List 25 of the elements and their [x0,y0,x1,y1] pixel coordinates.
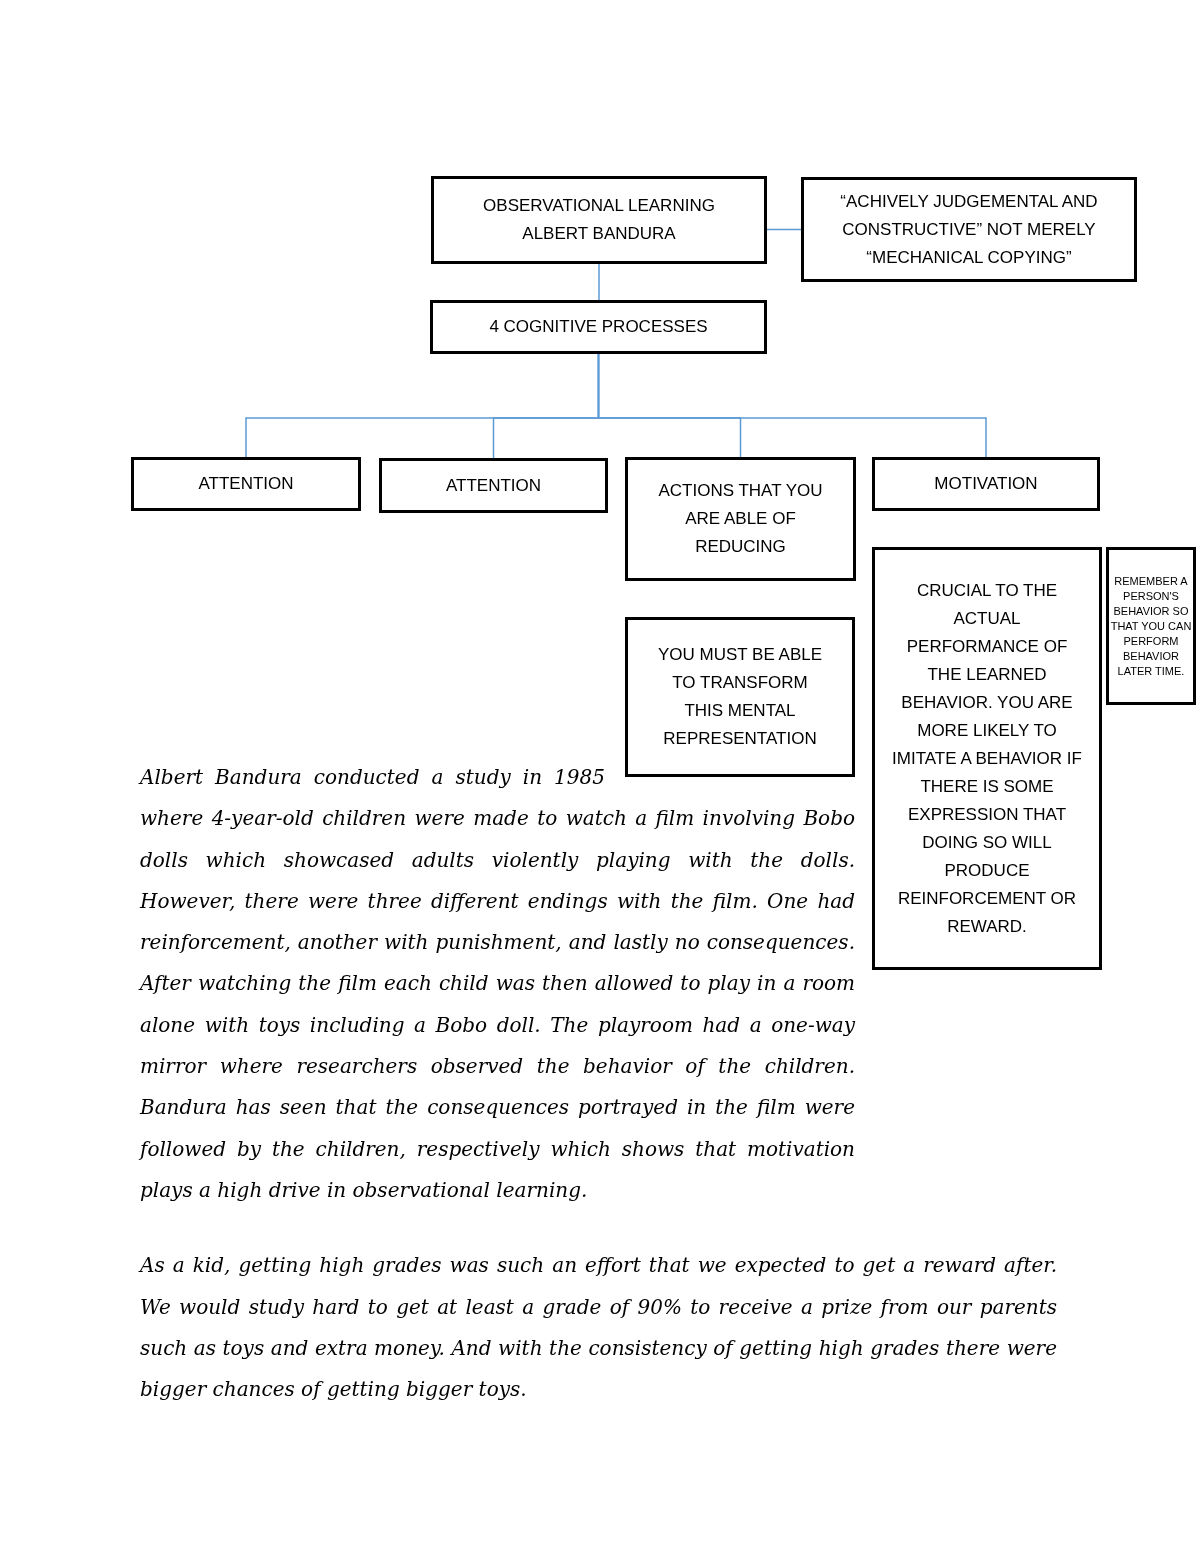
process-box [1106,547,1196,705]
process-box [872,457,1100,511]
body-paragraph: Albert Bandura conducted a study in 1985 where 4-year-old children were made to watch a film involving Bobo dolls which showcased adults violently playing with the dolls. However, there were three different endings with the film. One had reinforcement, another with punishment, and lastly no consequences. After watching the film each child was then allowed to play in a room alone with toys including a Bobo doll. The playroom had a one-way mirror where researchers observed the behavior of the children. Bandura has seen that the consequences portrayed in the film were followed by the children, respectively which shows that motivation plays a high drive in observational learning. [140,764,855,1204]
box-text: MOTIVATION [933,473,1039,495]
process-box [430,300,767,354]
body-paragraph: As a kid, getting high grades was such an effort that we expected to get a reward after. We would study hard to get at least a grade of 90% to receive a prize from our parents such as toys and extra money. And with the consistency of getting high grades there were bigger chances of getting bigger toys. [140,1252,1057,1404]
box-text: ATTENTION [197,473,295,495]
process-box [801,177,1137,282]
box-text: YOU MUST BE ABLE TO TRANSFORM THIS MENTAL REPRESENTATION [656,644,824,750]
connector-line [597,353,987,458]
box-text: CRUCIAL TO THE ACTUAL PERFORMANCE OF THE LEARNED BEHAVIOR. YOU ARE MORE LIKELY TO IMITATE A BEHAVIOR IF THERE IS SOME EXPRESSION THAT DOING SO WILL PRODUCE REINFORCEMENT OR REWARD. [891,579,1083,938]
box-text: ATTENTION [444,474,543,497]
process-box [625,457,856,581]
box-text: ACTIONS THAT YOU ARE ABLE OF REDUCING [657,480,824,558]
connector-line [598,263,600,301]
box-text: OBSERVATIONAL LEARNING ALBERT BANDURA [482,195,716,245]
connector-line [766,228,802,231]
box-text: “ACHIVELY JUDGEMENTAL AND CONSTRUCTIVE” NOT MERELY “MECHANICAL COPYING” [839,190,1099,269]
process-box [131,457,361,511]
process-box [379,458,608,513]
box-text: REMEMBER A PERSON'S BEHAVIOR SO THAT YOU CAN PERFORM BEHAVIOR LATER TIME. [1109,573,1193,679]
process-box [431,176,767,264]
process-box [625,617,855,777]
process-box [872,547,1102,970]
box-text: 4 COGNITIVE PROCESSES [488,316,709,338]
